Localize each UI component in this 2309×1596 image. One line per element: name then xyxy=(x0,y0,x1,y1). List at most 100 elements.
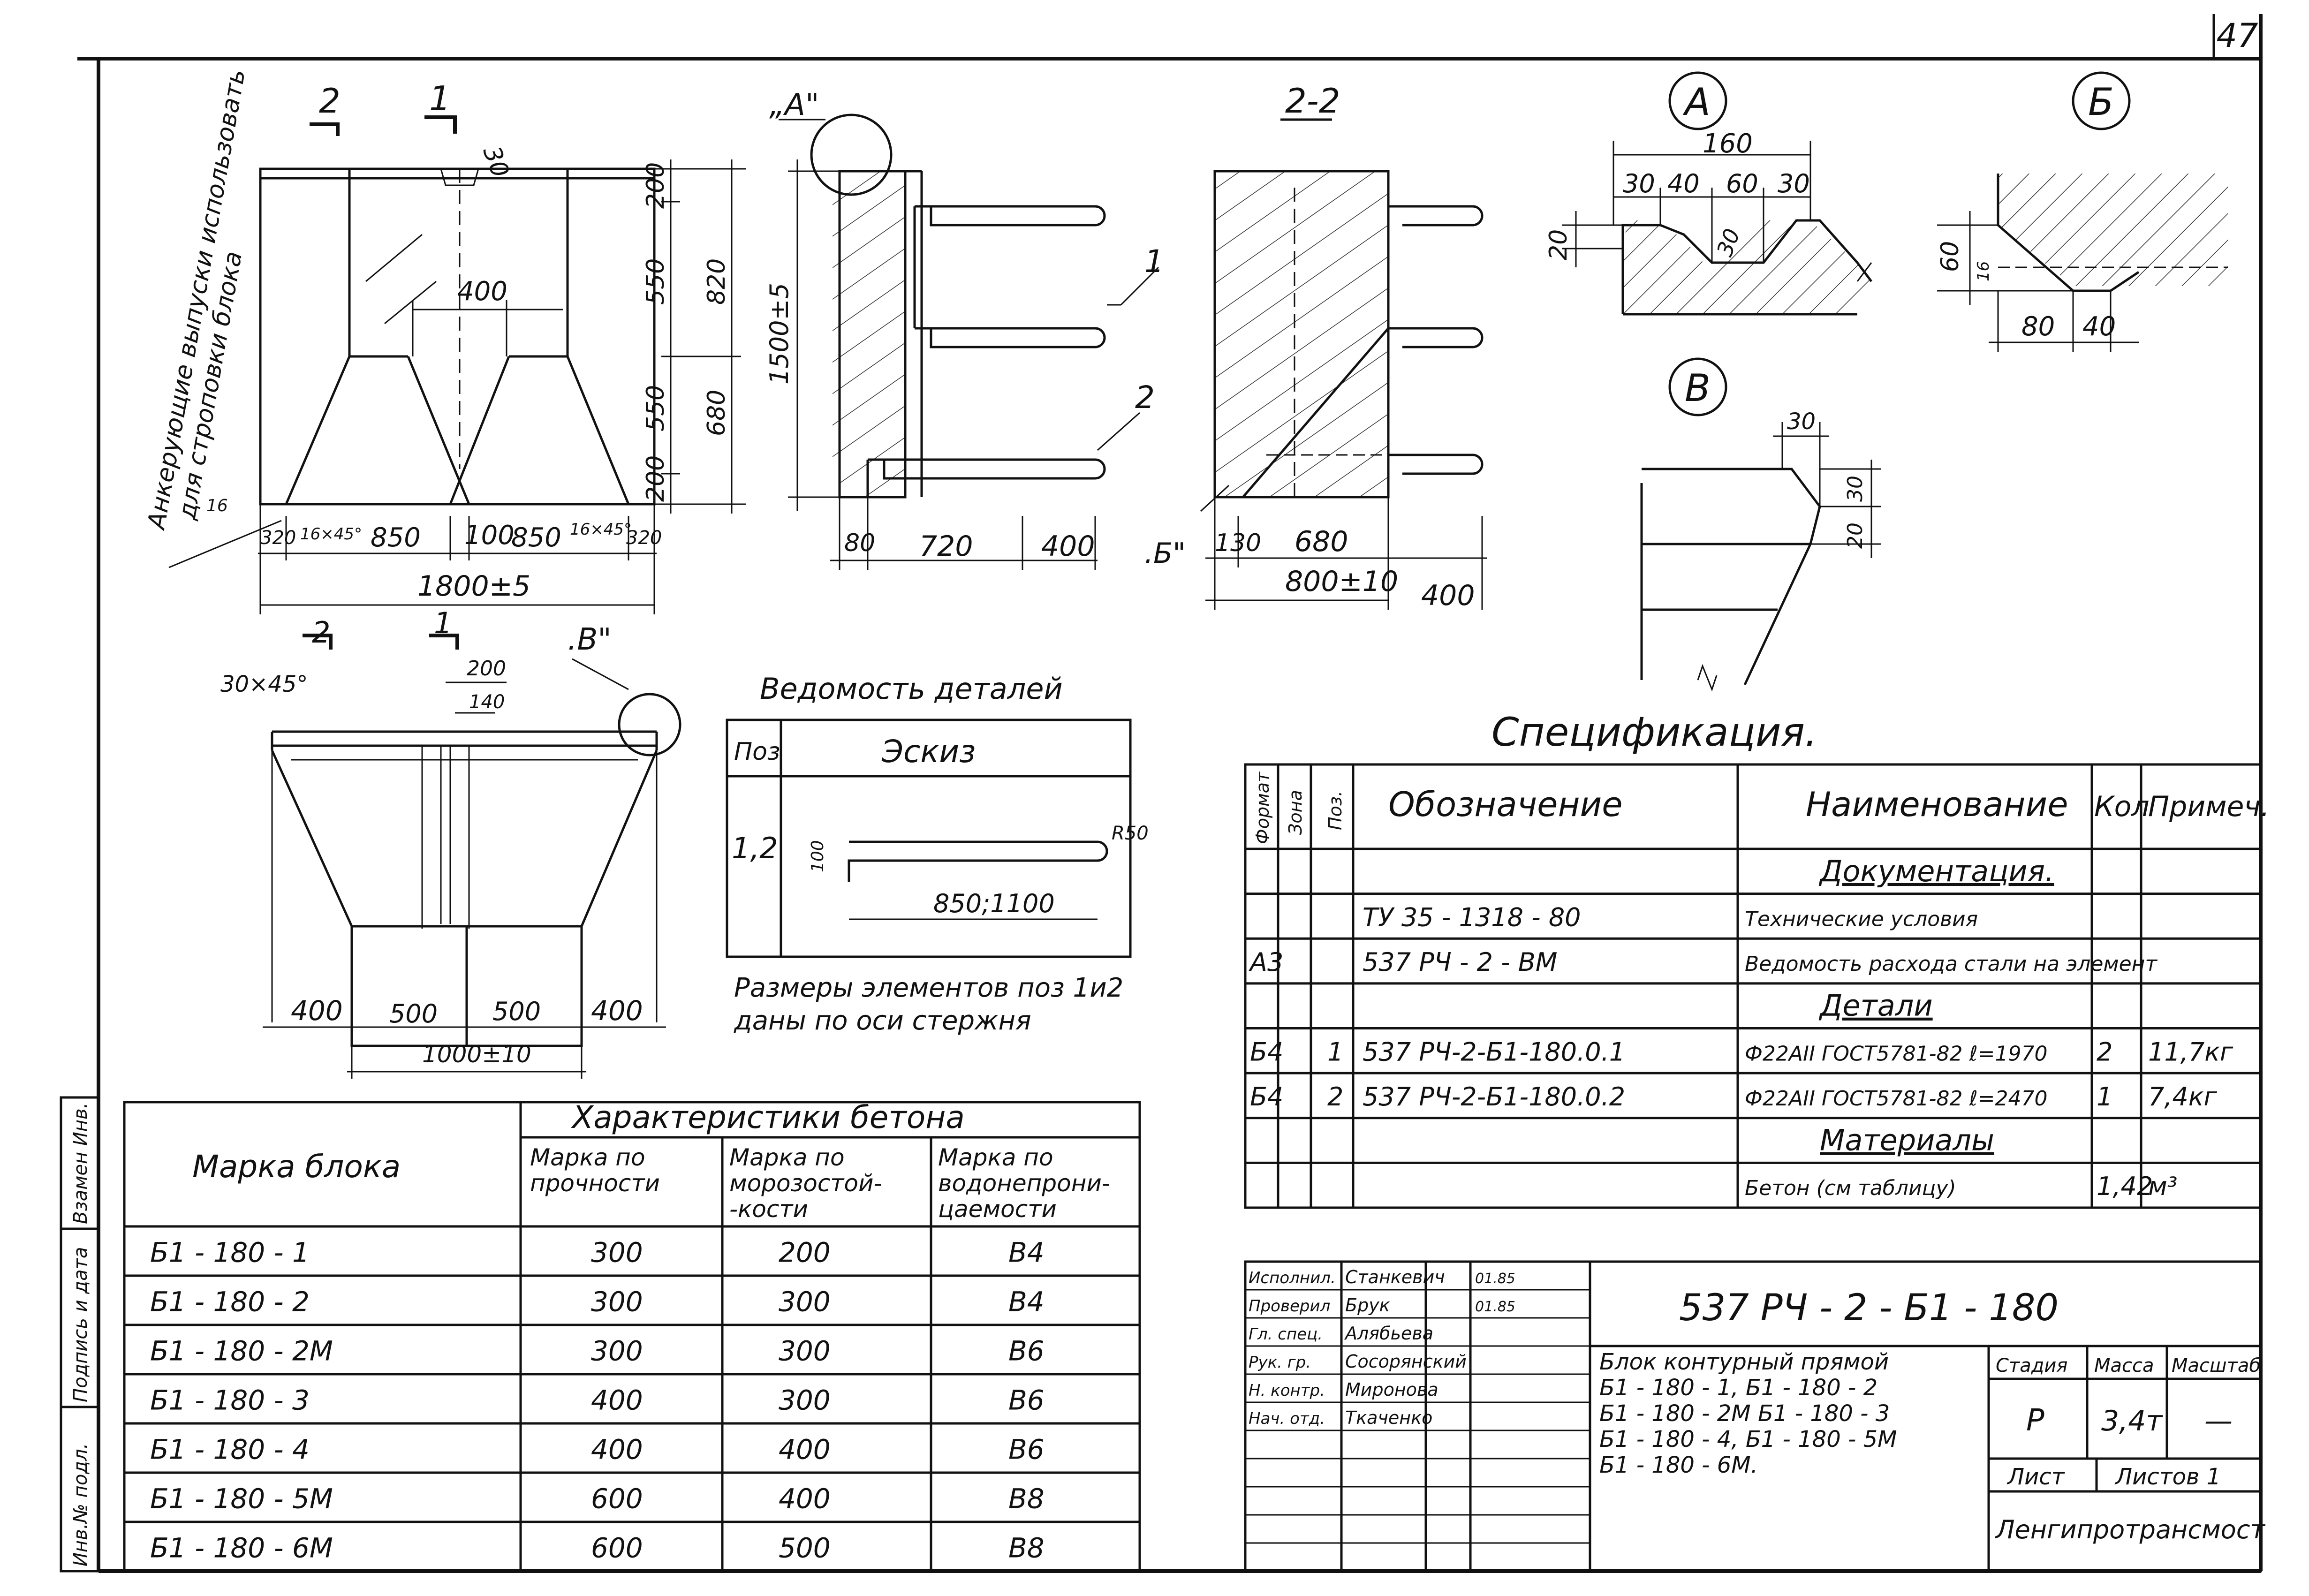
concrete-cell: 600 xyxy=(591,1532,643,1564)
V-dim-20: 20 xyxy=(1843,522,1867,549)
detail-A-title: А xyxy=(1682,80,1711,124)
sheet-label: Лист xyxy=(2006,1464,2066,1490)
plan-dim-500-right: 500 xyxy=(492,997,541,1026)
title-role: Нач. отд. xyxy=(1249,1409,1325,1428)
section-mark-2: 2 xyxy=(319,81,341,121)
concrete-cell: 300 xyxy=(779,1335,831,1367)
title-name: Сосорянский xyxy=(1345,1351,1467,1372)
concrete-cell: 300 xyxy=(591,1286,643,1318)
spec-cell-pos: 2 xyxy=(1327,1082,1343,1112)
sheets-label: Листов 1 xyxy=(2114,1464,2221,1490)
plan-section-2: 2 xyxy=(312,615,330,650)
spec-col-pos: Поз. xyxy=(1325,791,1346,830)
spec-cell-format: А3 xyxy=(1249,947,1283,977)
spec-title: Спецификация. xyxy=(1491,709,1817,755)
dim-320-right: 320 xyxy=(626,527,662,549)
spec-cell-note: м³ xyxy=(2148,1172,2177,1201)
title-name: Алябьева xyxy=(1344,1323,1433,1344)
concrete-cell: В8 xyxy=(1008,1532,1045,1564)
A-dim-160: 160 xyxy=(1703,129,1753,159)
section-2-2: 2-2 .Б" 130 680 800±10 400 xyxy=(1144,81,1487,612)
spec-col-qty: Кол xyxy=(2094,790,2150,823)
dim-200-bottom: 200 xyxy=(642,455,670,502)
desc-line4: Б1 - 180 - 4, Б1 - 180 - 5М xyxy=(1599,1426,1897,1452)
plan-view: 2 1 30×45° 200 140 .В" 400 500 500 400 1… xyxy=(220,606,681,1079)
details-col-pos: Поз xyxy=(734,738,780,766)
details-radius: R50 xyxy=(1112,823,1149,844)
desc-line3: Б1 - 180 - 2М Б1 - 180 - 3 xyxy=(1599,1400,1890,1427)
concrete-cell: 300 xyxy=(779,1384,831,1416)
spec-col-zone: Зона xyxy=(1285,790,1306,835)
details-note-line2: даны по оси стержня xyxy=(734,1006,1031,1036)
head-scale: Масштаб xyxy=(2172,1355,2261,1377)
pos-2-label: 2 xyxy=(1135,379,1155,416)
detail-V-title: В xyxy=(1685,366,1711,410)
spec-cell-qty: 1,42 xyxy=(2097,1172,2153,1201)
callout-A: „A" xyxy=(769,88,819,122)
block-mark: Б1 - 180 - 1 xyxy=(150,1237,310,1269)
spec-cell-pos: 1 xyxy=(1327,1037,1343,1067)
col-frost-l1: Марка по xyxy=(729,1144,845,1171)
spec-cell-designation: 537 РЧ-2-Б1-180.0.2 xyxy=(1363,1082,1625,1112)
A-dim-20: 20 xyxy=(1544,229,1573,260)
concrete-cell: В6 xyxy=(1008,1434,1045,1466)
title-name: Миронова xyxy=(1345,1379,1438,1400)
spec-cell-name: Документация. xyxy=(1818,854,2054,888)
stage-value: Р xyxy=(2026,1403,2044,1438)
details-col-sketch: Эскиз xyxy=(881,734,976,770)
col-water-l1: Марка по xyxy=(938,1144,1053,1171)
spec-cell-qty: 1 xyxy=(2097,1082,2112,1112)
dim-16: 16 xyxy=(206,496,228,515)
concrete-col-mark: Марка блока xyxy=(192,1149,401,1185)
spec-cell-name: Материалы xyxy=(1820,1123,1994,1157)
col-water-l2: водонепрони- xyxy=(938,1170,1110,1197)
dim-550-lower: 550 xyxy=(642,385,670,431)
spec-cell-format: Б4 xyxy=(1250,1037,1283,1067)
desc-line5: Б1 - 180 - 6М. xyxy=(1599,1452,1758,1478)
scale-value: — xyxy=(2204,1405,2233,1437)
dim-200-top: 200 xyxy=(642,162,670,209)
concrete-group-header: Характеристики бетона xyxy=(571,1099,965,1135)
details-note-line1: Размеры элементов поз 1и2 xyxy=(734,973,1123,1003)
concrete-table: Характеристики бетона Марка блока Марка … xyxy=(123,1099,1141,1573)
margin-stamp: Взамен Инв. Подпись и дата Инв.№ подл. xyxy=(60,1096,100,1573)
title-role: Рук. гр. xyxy=(1249,1353,1311,1372)
callout-V: .В" xyxy=(568,622,612,657)
plan-dim-400-left: 400 xyxy=(291,995,343,1027)
V-dim-30: 30 xyxy=(1787,408,1816,435)
side-view: „A" 1 2 1500±5 80 720 400 xyxy=(765,88,1164,570)
concrete-cell: 600 xyxy=(591,1483,643,1515)
detail-B-title: Б xyxy=(2088,80,2114,124)
detail-B: Б 60 16 80 40 xyxy=(1936,71,2228,352)
chamfer-left: 16×45° xyxy=(300,525,362,544)
concrete-cell: 300 xyxy=(779,1286,831,1318)
spec-cell-format: Б4 xyxy=(1250,1082,1283,1112)
col-strength-l1: Марка по xyxy=(530,1144,645,1171)
title-role: Исполнил. xyxy=(1249,1269,1336,1287)
detail-A: А 160 30 40 60 30 20 30 xyxy=(1544,71,1872,316)
A-dim-30a: 30 xyxy=(1623,169,1655,198)
concrete-cell: 400 xyxy=(779,1434,831,1466)
spec-cell-name: Детали xyxy=(1818,989,1933,1023)
spec-cell-designation: 537 РЧ - 2 - ВМ xyxy=(1363,947,1557,977)
col-strength-l2: прочности xyxy=(530,1170,660,1197)
margin-label-replace: Взамен Инв. xyxy=(70,1103,91,1224)
pos-1-label: 1 xyxy=(1144,243,1164,280)
spec-cell-designation: 537 РЧ-2-Б1-180.0.1 xyxy=(1363,1037,1625,1067)
dim-400: 400 xyxy=(457,276,507,307)
plan-dim-500-left: 500 xyxy=(389,999,438,1029)
plan-dim-200: 200 xyxy=(467,657,506,681)
concrete-cell: В4 xyxy=(1008,1286,1045,1318)
section-22-title: 2-2 xyxy=(1285,81,1340,121)
desc-line1: Блок контурный прямой xyxy=(1599,1349,1889,1375)
col-frost-l3: -кости xyxy=(729,1195,808,1223)
A-dim-30b: 30 xyxy=(1778,169,1810,198)
organization: Ленгипротрансмост xyxy=(1995,1515,2266,1544)
spec-col-designation: Обозначение xyxy=(1388,785,1623,824)
block-mark: Б1 - 180 - 4 xyxy=(150,1434,310,1466)
A-dim-60: 60 xyxy=(1726,169,1758,198)
